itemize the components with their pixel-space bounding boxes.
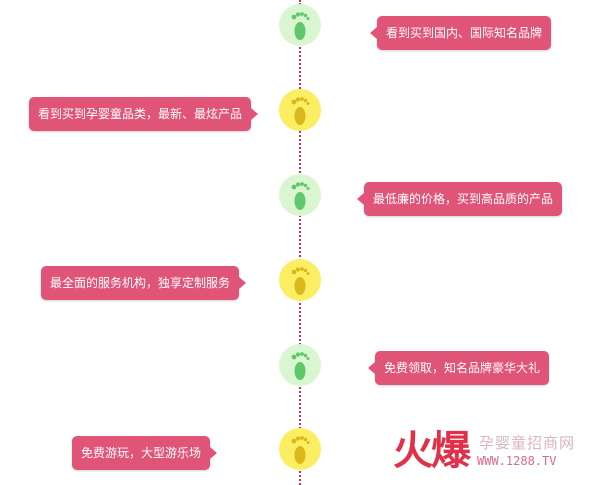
footprint-icon [291, 97, 310, 125]
timeline-node-2 [279, 89, 321, 131]
timeline-dotted-line [299, 0, 301, 485]
timeline-node-5 [279, 344, 321, 386]
footprint-icon [291, 267, 310, 295]
timeline-bubble-2: 看到买到孕婴童品类，最新、最炫产品 [29, 97, 259, 131]
timeline-node-3 [279, 174, 321, 216]
watermark-brand-logo: 火爆 [393, 428, 471, 474]
timeline-bubble-3: 最低廉的价格，买到高品质的产品 [356, 182, 563, 216]
watermark-site-name: 孕婴童招商网 [479, 434, 576, 452]
timeline-node-4 [279, 259, 321, 301]
site-watermark: 火爆 孕婴童招商网 WWW.1288.TV [393, 426, 598, 478]
watermark-url: WWW.1288.TV [477, 454, 557, 468]
footprint-icon [291, 436, 310, 464]
footprint-icon [291, 182, 310, 210]
timeline-bubble-6: 免费游玩，大型游乐场 [72, 436, 218, 470]
timeline-node-1 [279, 4, 321, 46]
timeline-node-6 [279, 428, 321, 470]
timeline-bubble-1: 看到买到国内、国际知名品牌 [369, 16, 552, 50]
footprint-icon [291, 352, 310, 380]
timeline-bubble-5: 免费领取，知名品牌豪华大礼 [367, 351, 550, 385]
footprint-icon [291, 12, 310, 40]
timeline-bubble-4: 最全面的服务机构，独享定制服务 [41, 266, 247, 300]
